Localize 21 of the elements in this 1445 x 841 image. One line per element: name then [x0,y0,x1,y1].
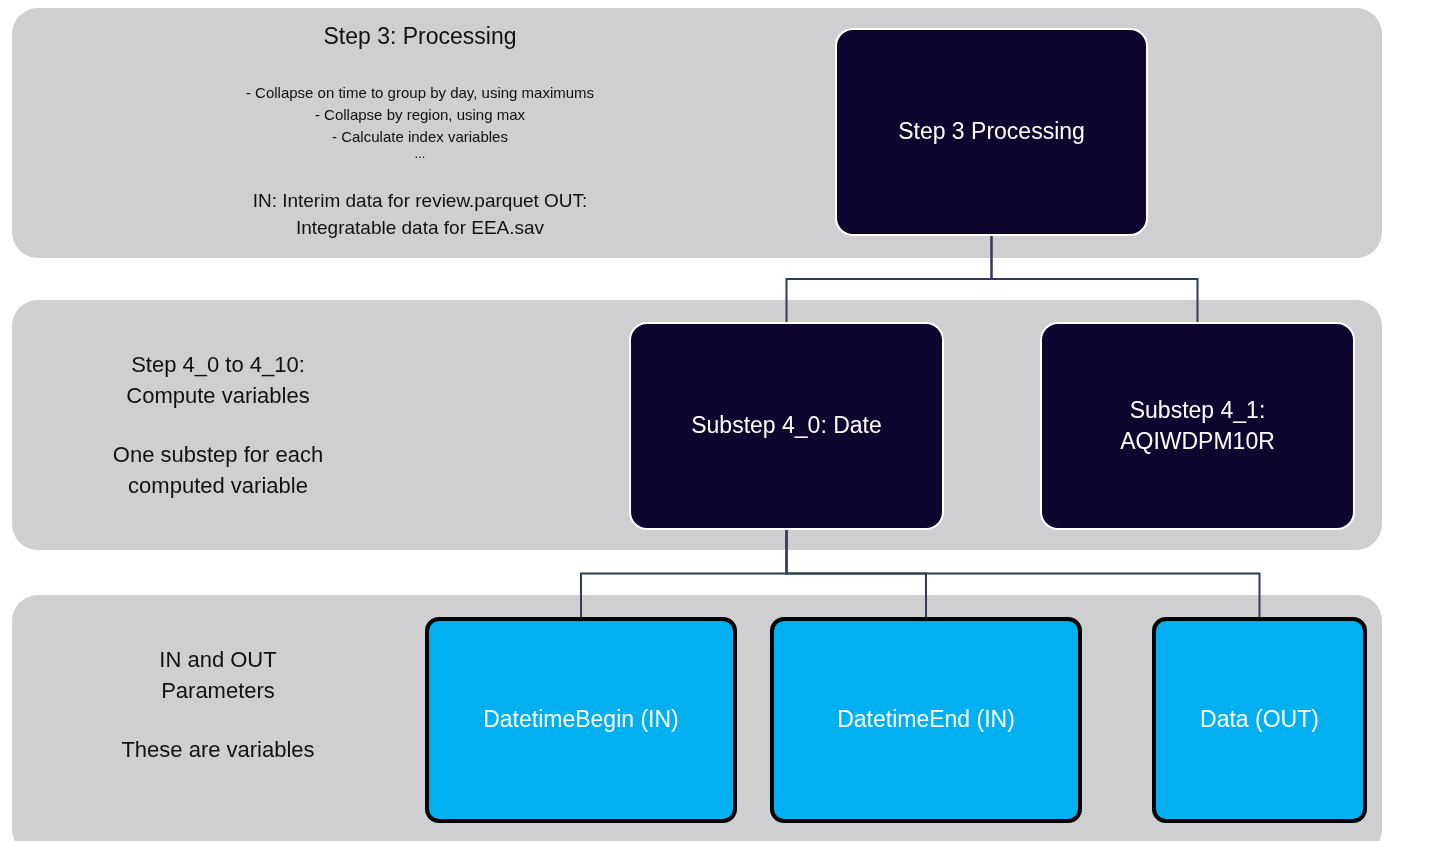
process-box: Substep 4_1: AQIWDPM10R [1040,322,1355,530]
section-heading: IN and OUT Parameters [158,646,278,705]
section-note: ... [413,145,427,163]
process-box: Substep 4_0: Date [629,322,944,530]
section-note: - Collapse by region, using max [313,105,527,125]
section-band [12,8,1382,258]
section-note: IN: Interim data for review.parquet OUT: Integratable data for EEA.sav [251,189,589,240]
section-band [12,595,1382,841]
connector-line [990,235,1199,323]
section-note: One substep for each computed variable [111,441,325,500]
connector-line [785,529,1261,618]
section-heading: Step 3: Processing [322,22,518,51]
section-band [12,300,1382,550]
section-note: - Calculate index variables [331,127,509,147]
section-heading: Step 4_0 to 4_10: Compute variables [125,351,311,410]
section-note: - Collapse on time to group by day, using maximums [244,83,596,103]
section-note: These are variables [120,736,316,764]
parameter-box: DatetimeBegin (IN) [425,617,737,823]
parameter-box: Data (OUT) [1152,617,1367,823]
process-box: Step 3 Processing [835,28,1148,236]
parameter-box: DatetimeEnd (IN) [770,617,1082,823]
